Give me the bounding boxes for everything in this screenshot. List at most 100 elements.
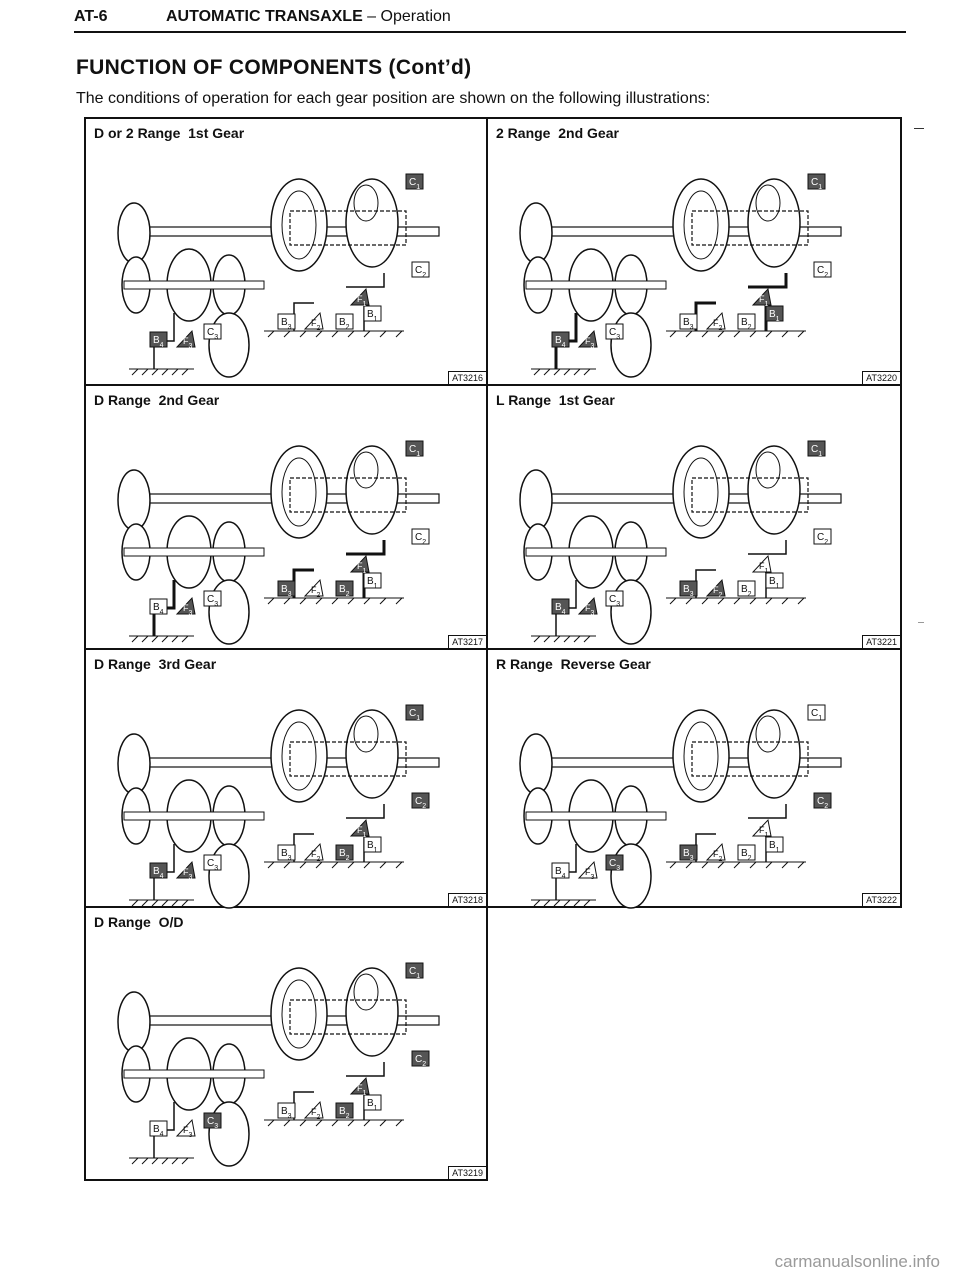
- brake-b1-box: [765, 305, 784, 322]
- ground-hatch-left: [531, 368, 596, 376]
- figure-code: AT3220: [862, 371, 900, 384]
- brake-b1-box: [765, 836, 784, 853]
- one-way-clutch-f3: F3: [183, 867, 193, 881]
- brake-b3-box: [277, 1102, 296, 1119]
- clutch-c3: C3: [609, 327, 620, 341]
- front-planetary-ring: [270, 709, 328, 803]
- clutch-c3: C3: [207, 1116, 218, 1130]
- figure-code: AT3216: [448, 371, 486, 384]
- figure-code: AT3222: [862, 893, 900, 906]
- clutch-c3: C3: [609, 858, 620, 872]
- one-way-clutch-f3: F3: [585, 867, 595, 881]
- front-planetary-ring: [270, 178, 328, 272]
- brake-b1-box: [363, 1094, 382, 1111]
- differential-gear: [208, 312, 250, 378]
- one-way-clutch-f3-brake-clutch: [577, 596, 598, 615]
- brake-b3: B3: [281, 584, 292, 598]
- input-drum: [117, 991, 151, 1053]
- panel-title: 2 Range 2nd Gear: [496, 125, 619, 141]
- figure-code: AT3221: [862, 635, 900, 648]
- brake-b1: B1: [769, 576, 780, 590]
- clutch-c1: C1: [811, 444, 822, 458]
- planetary-housing: [289, 477, 407, 513]
- rear-planetary-gear: [353, 184, 379, 222]
- clutch-c2-box: [411, 1050, 430, 1067]
- brake-b2-box: [737, 844, 756, 861]
- ground-hatch-right: [666, 861, 806, 869]
- front-planetary-inner: [683, 457, 719, 527]
- one-way-clutch-f2: F2: [311, 1107, 321, 1121]
- one-way-clutch-f1-brake-clutch: [751, 287, 772, 306]
- clutch-c3-box: [203, 590, 222, 607]
- clutch-c1-box: [807, 440, 826, 457]
- clutch-c3-box: [605, 854, 624, 871]
- ground-hatch-right: [264, 597, 404, 605]
- brake-b1-box: [363, 836, 382, 853]
- clutch-c1-box: [405, 962, 424, 979]
- input-drum: [117, 733, 151, 795]
- front-planetary-ring: [270, 967, 328, 1061]
- brake-b3-box: [277, 580, 296, 597]
- brake-b2: B2: [339, 584, 350, 598]
- rear-planetary-gear: [353, 451, 379, 489]
- margin-mark-small: [918, 622, 924, 623]
- brake-b3: B3: [683, 584, 694, 598]
- clutch-c2: C2: [415, 796, 426, 810]
- one-way-clutch-f3-brake-clutch: [577, 860, 598, 879]
- brake-b1: B1: [769, 309, 780, 323]
- clutch-c2-box: [411, 528, 430, 545]
- one-way-clutch-f2: F2: [311, 585, 321, 599]
- ground-hatch-left: [531, 635, 596, 643]
- differential-gear: [610, 312, 652, 378]
- page-header: AT-6 AUTOMATIC TRANSAXLE – Operation: [74, 4, 906, 34]
- rear-planetary-gear: [755, 184, 781, 222]
- clutch-c1: C1: [409, 966, 420, 980]
- panel-title: D or 2 Range 1st Gear: [94, 125, 245, 141]
- brake-b3: B3: [683, 317, 694, 331]
- section-title: FUNCTION OF COMPONENTS (Cont’d): [76, 56, 472, 79]
- one-way-clutch-f2: F2: [713, 318, 723, 332]
- clutch-c2: C2: [817, 532, 828, 546]
- ground-hatch-right: [666, 330, 806, 338]
- clutch-c2-box: [411, 261, 430, 278]
- running-title-subsection: – Operation: [362, 8, 451, 25]
- brake-b1-box: [363, 305, 382, 322]
- panel-title: D Range 3rd Gear: [94, 656, 217, 672]
- brake-b4-box: [551, 331, 570, 348]
- brake-b4: B4: [555, 602, 566, 616]
- figure-code: AT3219: [448, 1166, 486, 1179]
- front-planetary-ring: [672, 445, 730, 539]
- brake-b3-box: [277, 844, 296, 861]
- planetary-housing: [691, 477, 809, 513]
- clutch-c2: C2: [817, 796, 828, 810]
- clutch-c2-box: [813, 792, 832, 809]
- brake-b1: B1: [367, 1098, 378, 1112]
- grid-row-divider-3: [84, 906, 902, 908]
- grid-row-divider-1: [84, 384, 902, 386]
- brake-b3-box: [679, 844, 698, 861]
- brake-b2: B2: [741, 317, 752, 331]
- ground-hatch-left: [129, 368, 194, 376]
- one-way-clutch-f1: F1: [759, 825, 769, 839]
- planetary-housing: [691, 210, 809, 246]
- front-planetary-inner: [281, 457, 317, 527]
- planetary-housing: [691, 741, 809, 777]
- brake-b4-box: [551, 598, 570, 615]
- one-way-clutch-f1: F1: [357, 561, 367, 575]
- brake-b1: B1: [367, 840, 378, 854]
- front-planetary-ring: [672, 178, 730, 272]
- brake-b2: B2: [741, 584, 752, 598]
- brake-b4-box: [149, 862, 168, 879]
